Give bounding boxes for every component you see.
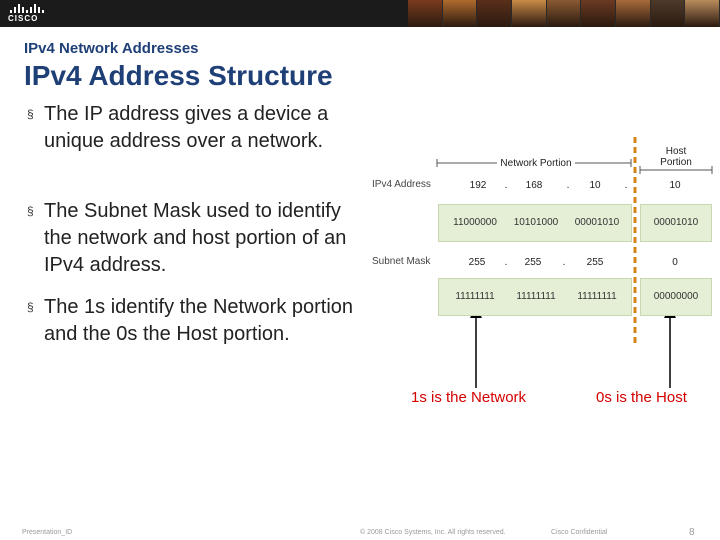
photo-strip (408, 0, 720, 27)
people-photo (581, 0, 617, 27)
people-photo (512, 0, 547, 27)
ipv4-address-label: IPv4 Address (372, 179, 431, 190)
address-octet: 168 (525, 180, 543, 191)
footer-copyright: © 2008 Cisco Systems, Inc. All rights re… (360, 529, 506, 536)
logo-wordmark: CISCO (8, 14, 39, 23)
address-octet: 192 (469, 180, 487, 191)
bullet-item: § The 1s identify the Network portion an… (27, 294, 372, 348)
bullet-item: § The IP address gives a device a unique… (27, 101, 372, 155)
people-photo (546, 0, 582, 27)
address-binary-octet: 00001010 (574, 217, 620, 228)
slide-subtitle: IPv4 Network Addresses (24, 40, 199, 57)
people-photo (616, 0, 651, 27)
bullet-text: The IP address gives a device a unique a… (44, 103, 329, 152)
octet-dot: . (504, 180, 508, 191)
footer-presentation-id: Presentation_ID (22, 529, 73, 536)
bullet-marker-icon: § (27, 300, 34, 314)
slide-title: IPv4 Address Structure (24, 60, 333, 91)
network-portion-label: Network Portion (500, 158, 572, 169)
host-portion-label: Host Portion (648, 146, 704, 168)
host-portion-label-line: Portion (660, 157, 692, 168)
people-photo (442, 0, 478, 27)
host-portion-bracket (639, 166, 713, 174)
address-binary-octet: 00001010 (653, 217, 699, 228)
mask-binary-octet: 11111111 (516, 291, 556, 302)
octet-dot: . (504, 257, 508, 268)
mask-octet: 0 (672, 257, 678, 268)
mask-binary-host-box: 00000000 (640, 278, 712, 316)
address-octet: 10 (589, 180, 601, 191)
address-binary-octet: 11000000 (453, 217, 497, 228)
header-band: CISCO (0, 0, 720, 27)
network-portion-bracket (436, 159, 632, 167)
bullet-text: The Subnet Mask used to identify the net… (44, 200, 347, 276)
mask-octet: 255 (468, 257, 486, 268)
bullet-text: The 1s identify the Network portion and … (44, 296, 354, 345)
footer-confidential: Cisco Confidential (551, 529, 608, 536)
people-photo (650, 0, 686, 27)
mask-octet: 255 (524, 257, 542, 268)
host-annotation: 0s is the Host (596, 389, 687, 406)
address-binary-octet: 10101000 (513, 217, 559, 228)
octet-dot: . (624, 180, 628, 191)
address-binary-network-box: 11000000 10101000 00001010 (438, 204, 632, 242)
logo-bars-icon (10, 4, 44, 13)
bullet-marker-icon: § (27, 204, 34, 218)
bullet-marker-icon: § (27, 107, 34, 121)
network-annotation: 1s is the Network (411, 389, 527, 406)
people-photo (477, 0, 513, 27)
mask-binary-network-box: 11111111 11111111 11111111 (438, 278, 632, 316)
mask-binary-octet: 11111111 (577, 291, 617, 302)
address-octet: 10 (669, 180, 681, 191)
octet-dot: . (562, 257, 566, 268)
people-photo (408, 0, 443, 27)
mask-octet: 255 (586, 257, 604, 268)
page-number: 8 (689, 527, 695, 538)
address-binary-host-box: 00001010 (640, 204, 712, 242)
mask-binary-octet: 11111111 (455, 291, 495, 302)
people-photo (685, 0, 720, 27)
subnet-mask-label: Subnet Mask (372, 256, 431, 267)
mask-binary-octet: 00000000 (653, 291, 699, 302)
bullet-item: § The Subnet Mask used to identify the n… (27, 198, 372, 279)
cisco-logo: CISCO (8, 4, 44, 24)
octet-dot: . (566, 180, 570, 191)
host-portion-label-line: Host (665, 146, 687, 157)
